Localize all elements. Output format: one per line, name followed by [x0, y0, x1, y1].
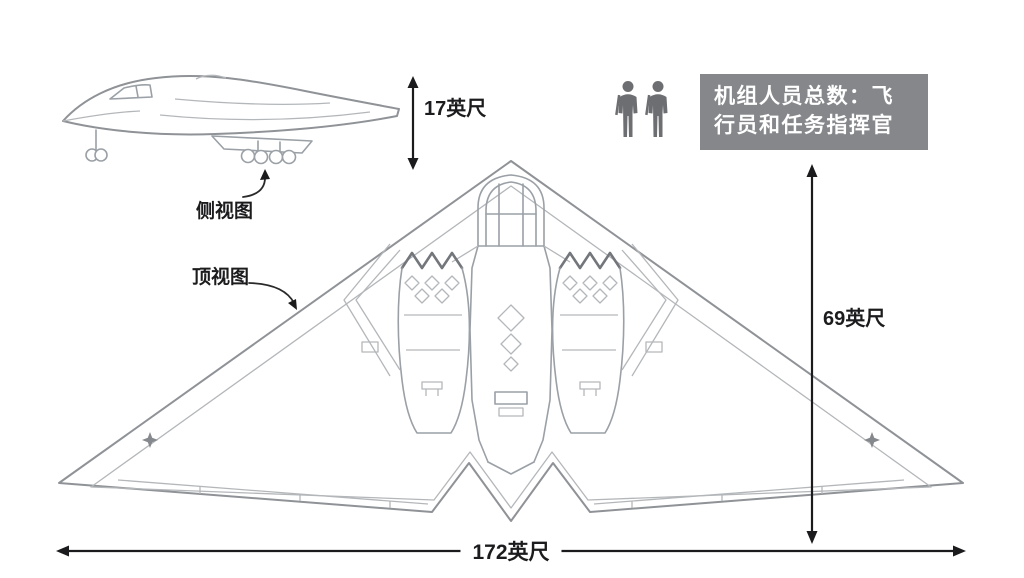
top-view-inner-outline — [90, 185, 932, 509]
star-icon — [142, 432, 158, 448]
length-dimension-arrow — [806, 164, 818, 544]
side-view-outline — [62, 74, 400, 136]
side-view-pointer-arrow — [242, 169, 270, 198]
wingspan-label: 172英尺 — [460, 535, 562, 567]
top-view-outline — [58, 160, 964, 522]
side-view-drawing — [62, 74, 400, 165]
left-engine-nacelle — [397, 251, 471, 434]
landing-gear-wheels — [85, 148, 297, 165]
star-icon — [864, 432, 880, 448]
height-label: 17英尺 — [424, 98, 487, 120]
height-dimension-arrow — [407, 76, 419, 170]
soldier-icon — [645, 81, 668, 137]
side-view-details — [62, 74, 371, 154]
elevon-lines — [117, 479, 905, 508]
soldier-icon — [615, 81, 638, 137]
right-engine-nacelle — [551, 251, 625, 434]
top-view-label: 顶视图 — [192, 267, 250, 288]
center-fuselage — [451, 245, 571, 475]
crew-info-text: 机组人员总数：飞行员和任务指挥官 — [714, 85, 894, 137]
top-view-drawing — [58, 160, 964, 522]
crew-info-box: 机组人员总数：飞行员和任务指挥官 — [700, 74, 928, 150]
wing-panel-lines — [343, 243, 679, 377]
side-view-label: 侧视图 — [196, 201, 254, 222]
canopy — [477, 174, 545, 247]
length-label: 69英尺 — [823, 308, 886, 330]
top-view-pointer-arrow — [248, 282, 297, 310]
